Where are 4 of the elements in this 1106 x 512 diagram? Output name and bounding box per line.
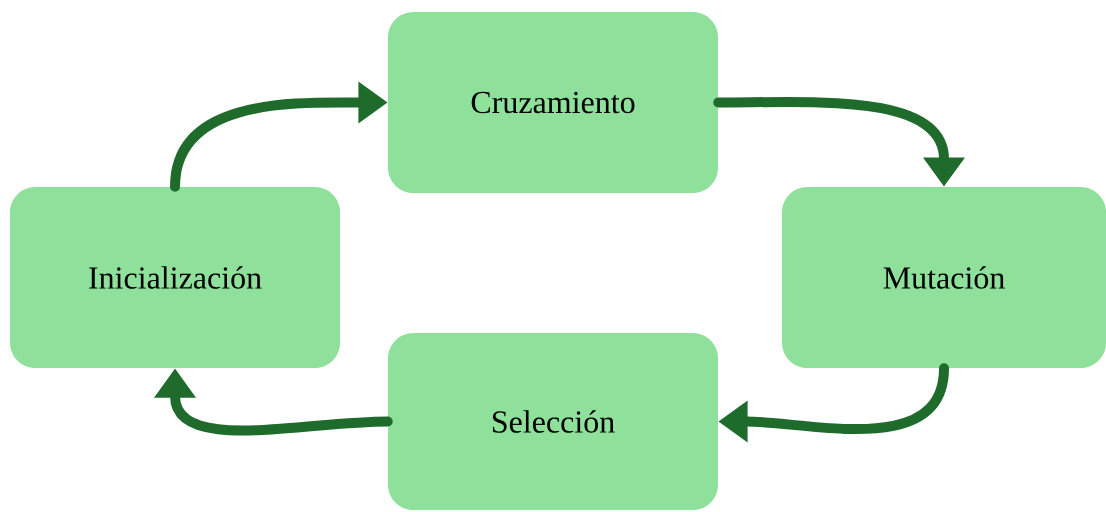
process-box: Cruzamiento: [388, 11, 718, 194]
process-box: Inicialización: [10, 186, 340, 369]
process-box: Mutación: [782, 186, 1106, 369]
process-box: Selección: [388, 332, 718, 511]
